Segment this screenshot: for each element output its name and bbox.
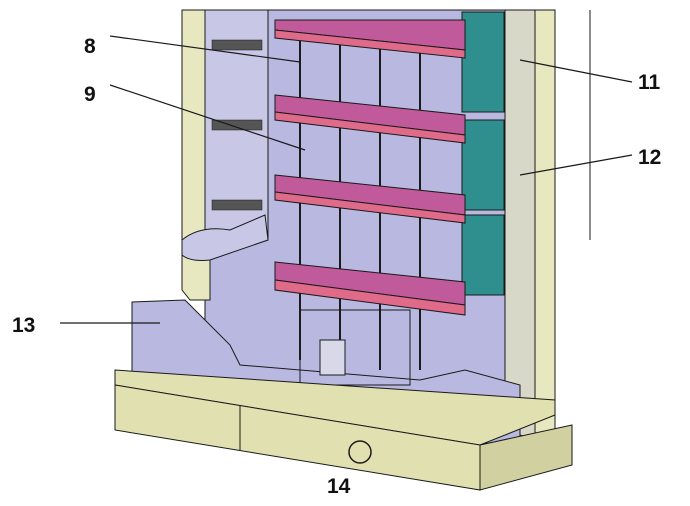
leader-9 (109, 84, 306, 151)
leader-12 (519, 154, 633, 176)
shelf-3 (274, 174, 466, 224)
teal-module-2 (461, 119, 505, 211)
callout-9: 9 (84, 83, 96, 106)
leader-8 (109, 35, 301, 63)
teal-module-1 (461, 11, 505, 113)
base-plinth-top (114, 369, 556, 446)
callout-12: 12 (638, 146, 662, 169)
left-side-clips (211, 39, 263, 211)
teal-module-3 (461, 214, 505, 296)
callout-13: 13 (12, 314, 36, 337)
curved-duct (181, 214, 269, 261)
callout-11: 11 (638, 71, 661, 94)
base-plinth-side (479, 424, 573, 491)
leader-11 (519, 59, 633, 83)
shelf-4 (274, 261, 466, 316)
base-emblem (348, 440, 372, 464)
right-frame-post (534, 9, 556, 441)
center-cylinder (319, 339, 346, 376)
shelf-2 (274, 94, 466, 144)
callout-14: 14 (327, 475, 351, 498)
leader-lines (60, 35, 633, 324)
callout-8: 8 (84, 35, 96, 58)
shelf-1 (274, 19, 466, 59)
center-opening (299, 309, 411, 386)
right-inner-rail (504, 9, 536, 441)
